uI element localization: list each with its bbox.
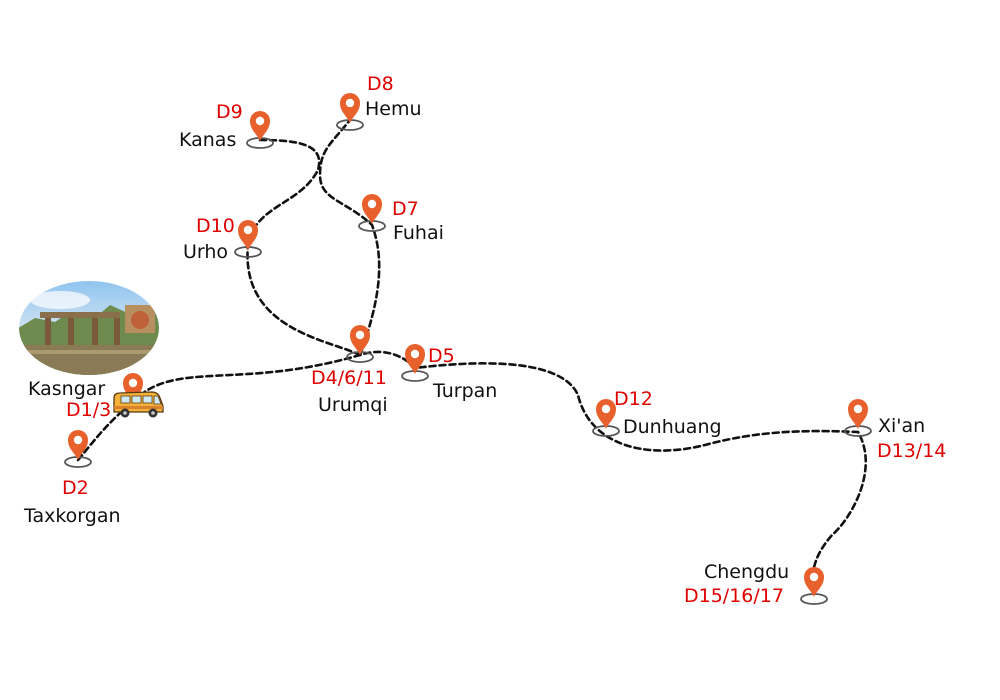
city-label-turpan: Turpan: [432, 380, 497, 402]
kashgar-photo: [19, 281, 159, 375]
route-line: [318, 118, 381, 357]
location-pin-icon: [848, 399, 868, 429]
location-pin-icon: [405, 344, 425, 374]
stop-urho[interactable]: [234, 220, 262, 258]
day-label-chengdu: D15/16/17: [684, 585, 784, 607]
day-label-turpan: D5: [428, 345, 455, 367]
stop-urumqi[interactable]: [346, 325, 374, 363]
city-label-fuhai: Fuhai: [393, 222, 444, 244]
day-label-fuhai: D7: [392, 198, 419, 220]
location-pin-icon: [340, 93, 360, 123]
stop-chengdu[interactable]: [800, 567, 828, 605]
route-line: [246, 138, 362, 357]
day-label-urumqi: D4/6/11: [311, 367, 387, 389]
city-label-kanas: Kanas: [179, 129, 236, 151]
day-label-urho: D10: [196, 215, 235, 237]
city-label-urho: Urho: [183, 241, 228, 263]
stop-fuhai[interactable]: [358, 194, 386, 232]
day-label-dunhuang: D12: [614, 388, 653, 410]
location-pin-icon: [250, 111, 270, 141]
city-label-kashgar: Kasngar: [28, 378, 105, 400]
city-label-xian: Xi'an: [878, 415, 925, 437]
stop-taxkorgan[interactable]: [64, 430, 92, 468]
day-label-hemu: D8: [367, 73, 394, 95]
city-label-taxkorgan: Taxkorgan: [23, 505, 121, 527]
day-label-taxkorgan: D2: [62, 477, 89, 499]
city-label-hemu: Hemu: [365, 98, 422, 120]
stop-xian[interactable]: [844, 399, 872, 437]
stop-hemu[interactable]: [336, 93, 364, 131]
location-pin-icon: [596, 399, 616, 429]
day-label-kanas: D9: [216, 101, 243, 123]
city-label-urumqi: Urumqi: [318, 394, 388, 416]
van-icon: [113, 391, 164, 418]
stop-dunhuang[interactable]: [592, 399, 620, 437]
city-label-dunhuang: Dunhuang: [623, 416, 722, 438]
city-label-chengdu: Chengdu: [704, 561, 789, 583]
route-line: [76, 350, 868, 592]
day-label-kashgar: D1/3: [66, 399, 111, 421]
location-pin-icon: [238, 220, 258, 250]
stop-turpan[interactable]: [401, 344, 429, 382]
day-label-xian: D13/14: [877, 440, 946, 462]
location-pin-icon: [804, 567, 824, 597]
location-pin-icon: [350, 325, 370, 355]
stop-kanas[interactable]: [246, 111, 274, 149]
location-pin-icon: [68, 430, 88, 460]
